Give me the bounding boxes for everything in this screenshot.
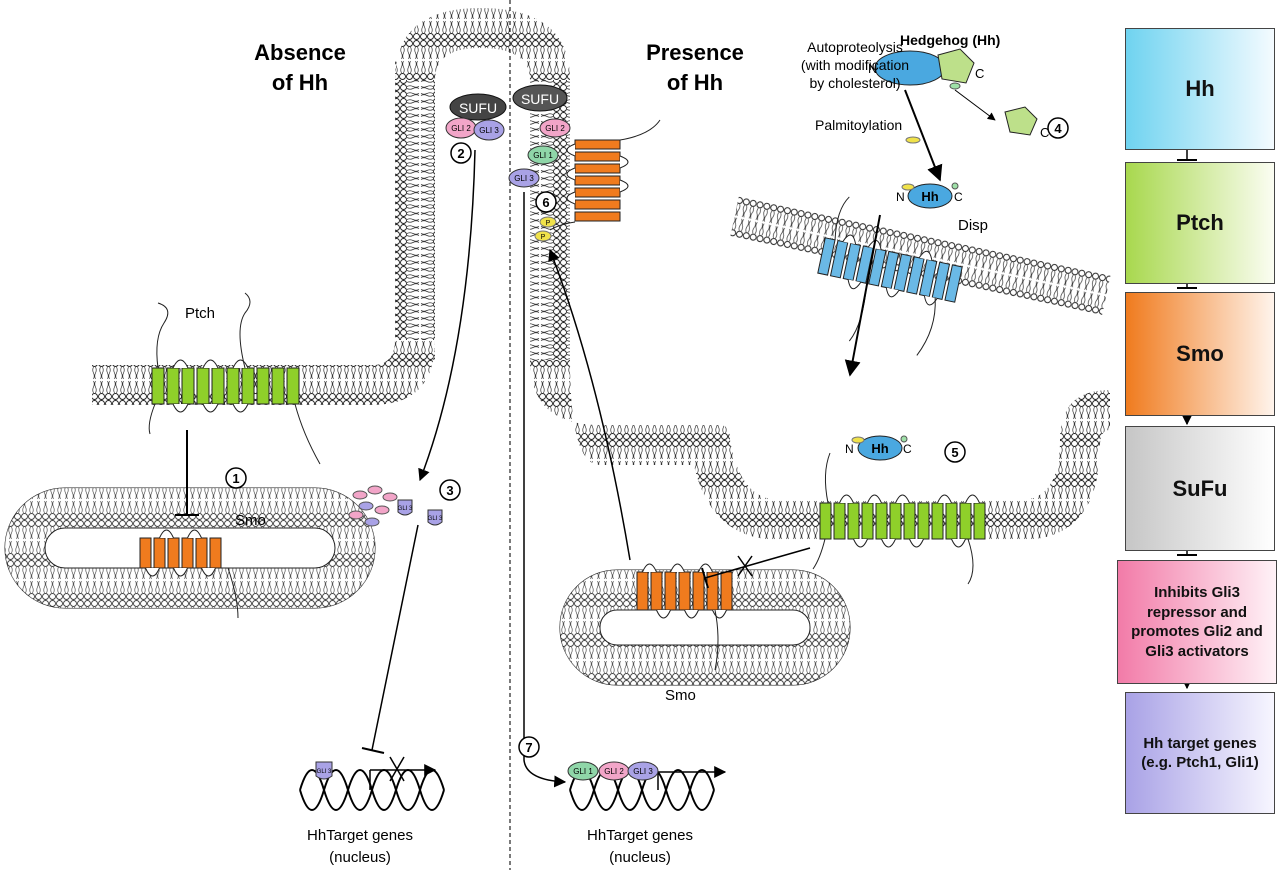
- svg-text:GLI 2: GLI 2: [451, 124, 471, 133]
- dna-right: GLI 1 GLI 2 GLI 3: [567, 761, 727, 811]
- pathway-box-target-genes: Hh target genes (e.g. Ptch1, Gli1): [1125, 692, 1275, 814]
- svg-text:Hedgehog (Hh): Hedgehog (Hh): [900, 32, 1000, 48]
- gli3-fragments: GLI 3 GLI 3: [348, 485, 443, 527]
- svg-text:C: C: [975, 66, 984, 81]
- smo-left: [139, 529, 239, 619]
- step-markers: 1 2 3 4 5 6 7: [225, 117, 1069, 758]
- pathway-box-sufu: SuFu: [1125, 426, 1275, 551]
- smo-label-left: Smo: [235, 512, 266, 529]
- svg-text:GLI 1: GLI 1: [533, 151, 553, 160]
- svg-text:3: 3: [446, 483, 453, 498]
- palmitoylation-label: Palmitoylation: [815, 117, 902, 133]
- autoproteolysis-2: (with modification: [801, 57, 909, 73]
- svg-text:SUFU: SUFU: [459, 100, 497, 116]
- svg-text:GLI 3: GLI 3: [317, 769, 332, 775]
- svg-text:N: N: [868, 61, 877, 76]
- gli-free-right: GLI 2 GLI 1 GLI 3 P P: [508, 118, 571, 242]
- svg-text:C: C: [903, 442, 912, 456]
- ptch-left: [148, 292, 321, 465]
- sufu-free: SUFU: [512, 84, 568, 112]
- genes-label-left: HhTarget genes: [307, 827, 413, 844]
- ptch-label-left: Ptch: [185, 305, 215, 322]
- hh-mature-ptch: Hh N C: [845, 435, 912, 461]
- c-fragment-label: C: [1040, 125, 1049, 140]
- hh-mature-disp: Hh N C: [896, 182, 963, 209]
- svg-text:Hh: Hh: [921, 189, 938, 204]
- sufu-complex-left: SUFU GLI 2 GLI 3: [445, 93, 507, 141]
- left-title-2: of Hh: [272, 70, 328, 95]
- svg-text:P: P: [541, 234, 546, 241]
- pathway-box-ptch: Ptch: [1125, 162, 1275, 284]
- svg-text:N: N: [845, 442, 854, 456]
- autoproteolysis-1: Autoproteolysis: [807, 39, 903, 55]
- svg-text:2: 2: [457, 146, 464, 161]
- pathway-box-hh: Hh: [1125, 28, 1275, 150]
- svg-text:GLI 1: GLI 1: [573, 767, 593, 776]
- right-title-2: of Hh: [667, 70, 723, 95]
- pathway-box-smo: Smo: [1125, 292, 1275, 416]
- smo-trunk: [549, 119, 661, 231]
- svg-text:P: P: [546, 220, 551, 227]
- svg-text:C: C: [954, 190, 963, 204]
- svg-text:Hh: Hh: [871, 441, 888, 456]
- svg-text:7: 7: [525, 740, 532, 755]
- svg-text:6: 6: [542, 195, 549, 210]
- left-membrane: [92, 8, 570, 405]
- ptch-right: [812, 452, 986, 585]
- svg-text:GLI 3: GLI 3: [479, 126, 499, 135]
- svg-text:GLI 3: GLI 3: [428, 516, 443, 522]
- left-title-1: Absence: [254, 40, 346, 65]
- svg-text:GLI 2: GLI 2: [604, 767, 624, 776]
- smo-label-right: Smo: [665, 687, 696, 704]
- nucleus-label-left: (nucleus): [329, 849, 391, 866]
- dna-left: GLI 3: [299, 756, 445, 811]
- svg-text:GLI 3: GLI 3: [633, 767, 653, 776]
- right-vesicle: [559, 569, 851, 686]
- autoproteolysis-3: by cholesterol): [809, 75, 900, 91]
- svg-text:5: 5: [951, 445, 958, 460]
- disp-label: Disp: [958, 217, 988, 234]
- svg-text:GLI 2: GLI 2: [545, 124, 565, 133]
- nucleus-label-right: (nucleus): [609, 849, 671, 866]
- svg-text:GLI 3: GLI 3: [514, 174, 534, 183]
- svg-text:GLI 3: GLI 3: [398, 506, 413, 512]
- pathway-box-gli: Inhibits Gli3 repressor and promotes Gli…: [1117, 560, 1277, 684]
- hedgehog-precursor: Hedgehog (Hh) N C: [868, 32, 1000, 86]
- genes-label-right: HhTarget genes: [587, 827, 693, 844]
- svg-text:N: N: [896, 190, 905, 204]
- svg-text:SUFU: SUFU: [521, 91, 559, 107]
- right-title-1: Presence: [646, 40, 744, 65]
- disp-protein: [817, 196, 963, 356]
- svg-text:4: 4: [1054, 121, 1062, 136]
- svg-text:1: 1: [232, 471, 239, 486]
